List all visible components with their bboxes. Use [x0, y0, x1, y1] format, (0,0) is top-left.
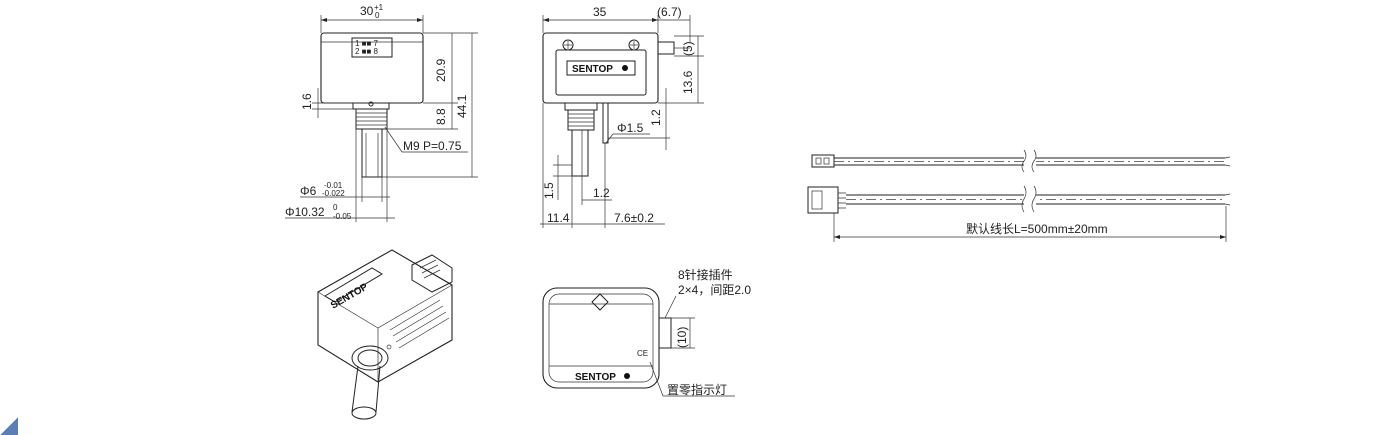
- side-connector-height: (5): [681, 41, 695, 56]
- front-shaft-tol-lower: -0.022: [322, 189, 345, 198]
- front-width-tol-lower: 0: [375, 11, 380, 20]
- side-connector-pos: 13.6: [681, 70, 695, 94]
- iso-view: SENTOP: [317, 249, 453, 420]
- cable-plug-2pin: [811, 154, 835, 168]
- front-thread-dia: Φ10.32: [285, 205, 325, 219]
- side-pin-offset: 7.6±0.2: [614, 211, 654, 225]
- front-flange-dim: 1.6: [300, 93, 314, 110]
- front-shaft-tol-upper: -0.01: [324, 181, 343, 190]
- top-note-line2: 2×4，间距2.0: [678, 283, 751, 297]
- cable-length-note: 默认线长L=500mm±20mm: [966, 221, 1108, 236]
- front-thread-label: M9 P=0.75: [403, 139, 462, 153]
- front-total-height: 44.1: [455, 94, 469, 118]
- side-width: 35: [593, 5, 607, 19]
- side-view: SENTOP 35 (6.7) (5): [540, 5, 704, 228]
- top-note-line1: 8针接插件: [678, 267, 733, 282]
- front-thread-tol-upper: 0: [333, 203, 338, 212]
- corner-accent: [0, 417, 18, 435]
- front-width-tol-upper: +1: [374, 3, 384, 12]
- side-shaft-offset: 11.4: [547, 211, 570, 225]
- top-ce-mark: CE: [637, 349, 648, 358]
- connector-pins-top: 1 ■■ 7: [355, 39, 379, 48]
- top-zero-indicator: 置零指示灯: [667, 382, 727, 397]
- side-shaft-flat: 1.5: [542, 182, 556, 199]
- front-thread-tol-lower: -0.05: [333, 212, 352, 221]
- side-pin-dia: Φ1.5: [617, 121, 644, 135]
- front-shaft-dia: Φ6: [300, 184, 317, 198]
- side-flat-width: 1.2: [593, 186, 610, 200]
- front-view: 1 ■■ 7 2 ■■ 8 30 +1 0 20.9 8.8 44.1: [285, 3, 478, 222]
- top-connector-dim: (10): [675, 327, 689, 348]
- front-neck-height: 8.8: [434, 108, 448, 125]
- cable-view: 默认线长L=500mm±20mm: [807, 149, 1231, 242]
- front-connector: [351, 37, 393, 58]
- cable-plug-8pin: [807, 186, 839, 214]
- side-logo: SENTOP: [572, 64, 613, 75]
- top-view: SENTOP CE (10) 8针接插件 2×4，间距2.0 置零指示灯: [542, 267, 751, 397]
- connector-pins-bottom: 2 ■■ 8: [355, 47, 379, 56]
- side-pin-length: 1.2: [649, 109, 663, 126]
- front-width-dim: 30: [360, 4, 374, 18]
- side-connector-offset: (6.7): [657, 5, 682, 19]
- top-logo: SENTOP: [575, 372, 616, 383]
- front-body-height: 20.9: [434, 58, 448, 82]
- iso-body: [317, 249, 453, 383]
